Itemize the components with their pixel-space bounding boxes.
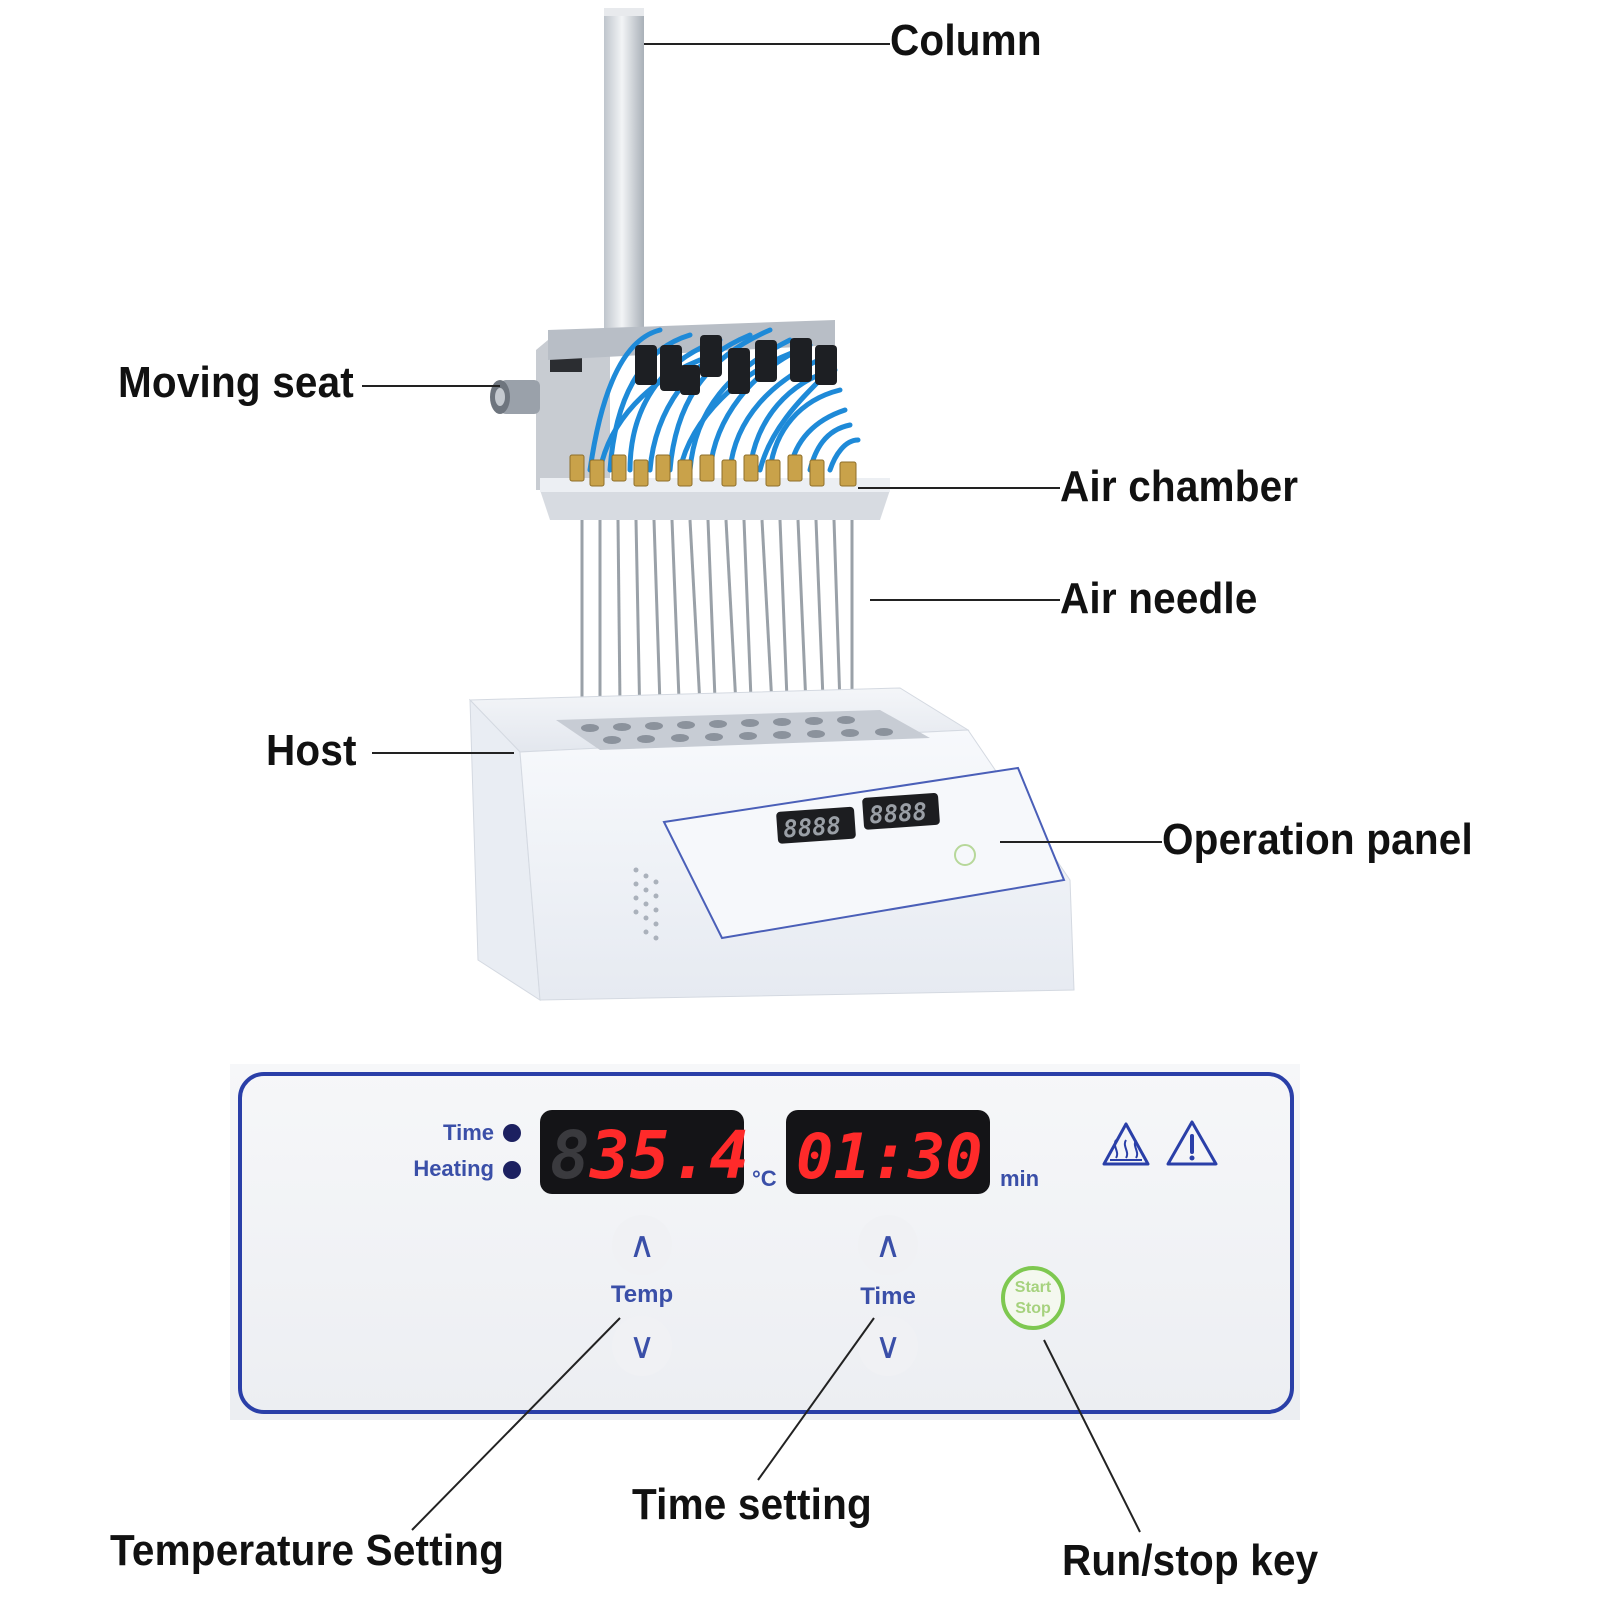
time-button-label[interactable]: Time: [860, 1283, 916, 1310]
leader-lines: [362, 43, 1162, 1533]
time-display: 01:30: [786, 1110, 990, 1194]
time-down-chevron-icon: ∨: [875, 1326, 901, 1367]
indicator-heating-label: Heating: [413, 1156, 494, 1181]
time-up-button[interactable]: ∧: [858, 1215, 918, 1275]
black-connectors: [635, 335, 837, 395]
temp-up-chevron-icon: ∧: [629, 1225, 655, 1266]
callout-run-stop-key: Run/stop key: [1062, 1536, 1319, 1585]
start-stop-button[interactable]: Start Stop: [1001, 1266, 1065, 1330]
time-up-chevron-icon: ∧: [875, 1225, 901, 1266]
temp-button-label[interactable]: Temp: [611, 1281, 673, 1308]
moving-seat-part: [490, 330, 610, 490]
leader-run-stop-key: [1043, 1339, 1141, 1533]
indicator-time: Time: [443, 1120, 521, 1145]
brass-fittings: [569, 454, 857, 487]
callout-host: Host: [266, 726, 357, 775]
callout-temperature-setting: Temperature Setting: [110, 1526, 505, 1575]
temp-down-chevron-icon: ∨: [629, 1326, 655, 1367]
temp-down-button[interactable]: ∨: [612, 1316, 672, 1376]
leader-time-setting: [757, 1317, 875, 1481]
air-chamber-part: [540, 320, 890, 520]
small-display-right: 8888: [868, 798, 928, 830]
time-down-button[interactable]: ∨: [858, 1316, 918, 1376]
control-panel: Time Heating 8 35.4 °C 01:30 min: [230, 1064, 1300, 1420]
temperature-unit: °C: [752, 1166, 777, 1191]
column-part: [604, 8, 644, 328]
callout-column: Column: [890, 16, 1042, 65]
caution-warning-icon: [1166, 1120, 1218, 1166]
temperature-display: 8 35.4: [540, 1110, 749, 1194]
small-operation-panel: 8888 8888: [662, 766, 1066, 940]
time-unit: min: [1000, 1166, 1039, 1191]
device-illustration: 8888 8888: [468, 8, 1075, 1001]
time-indicator-led: [503, 1124, 521, 1142]
heating-indicator-led: [503, 1161, 521, 1179]
indicator-time-label: Time: [443, 1120, 494, 1145]
callout-air-chamber: Air chamber: [1060, 462, 1299, 511]
callout-time-setting: Time setting: [632, 1480, 872, 1529]
leader-temperature-setting: [411, 1317, 621, 1531]
temp-up-button[interactable]: ∧: [612, 1215, 672, 1275]
hot-surface-warning-icon: [1102, 1122, 1150, 1166]
time-display-value: 01:30: [796, 1120, 983, 1193]
stop-label: Stop: [1015, 1300, 1051, 1317]
callout-moving-seat: Moving seat: [118, 358, 354, 407]
indicator-heating: Heating: [413, 1156, 521, 1181]
temperature-display-value: 35.4: [589, 1117, 749, 1194]
temperature-display-ghost-digit: 8: [550, 1117, 590, 1194]
callout-air-needle: Air needle: [1060, 574, 1258, 623]
start-label: Start: [1015, 1279, 1052, 1296]
callout-operation-panel: Operation panel: [1162, 815, 1473, 864]
small-display-left: 8888: [782, 812, 842, 844]
